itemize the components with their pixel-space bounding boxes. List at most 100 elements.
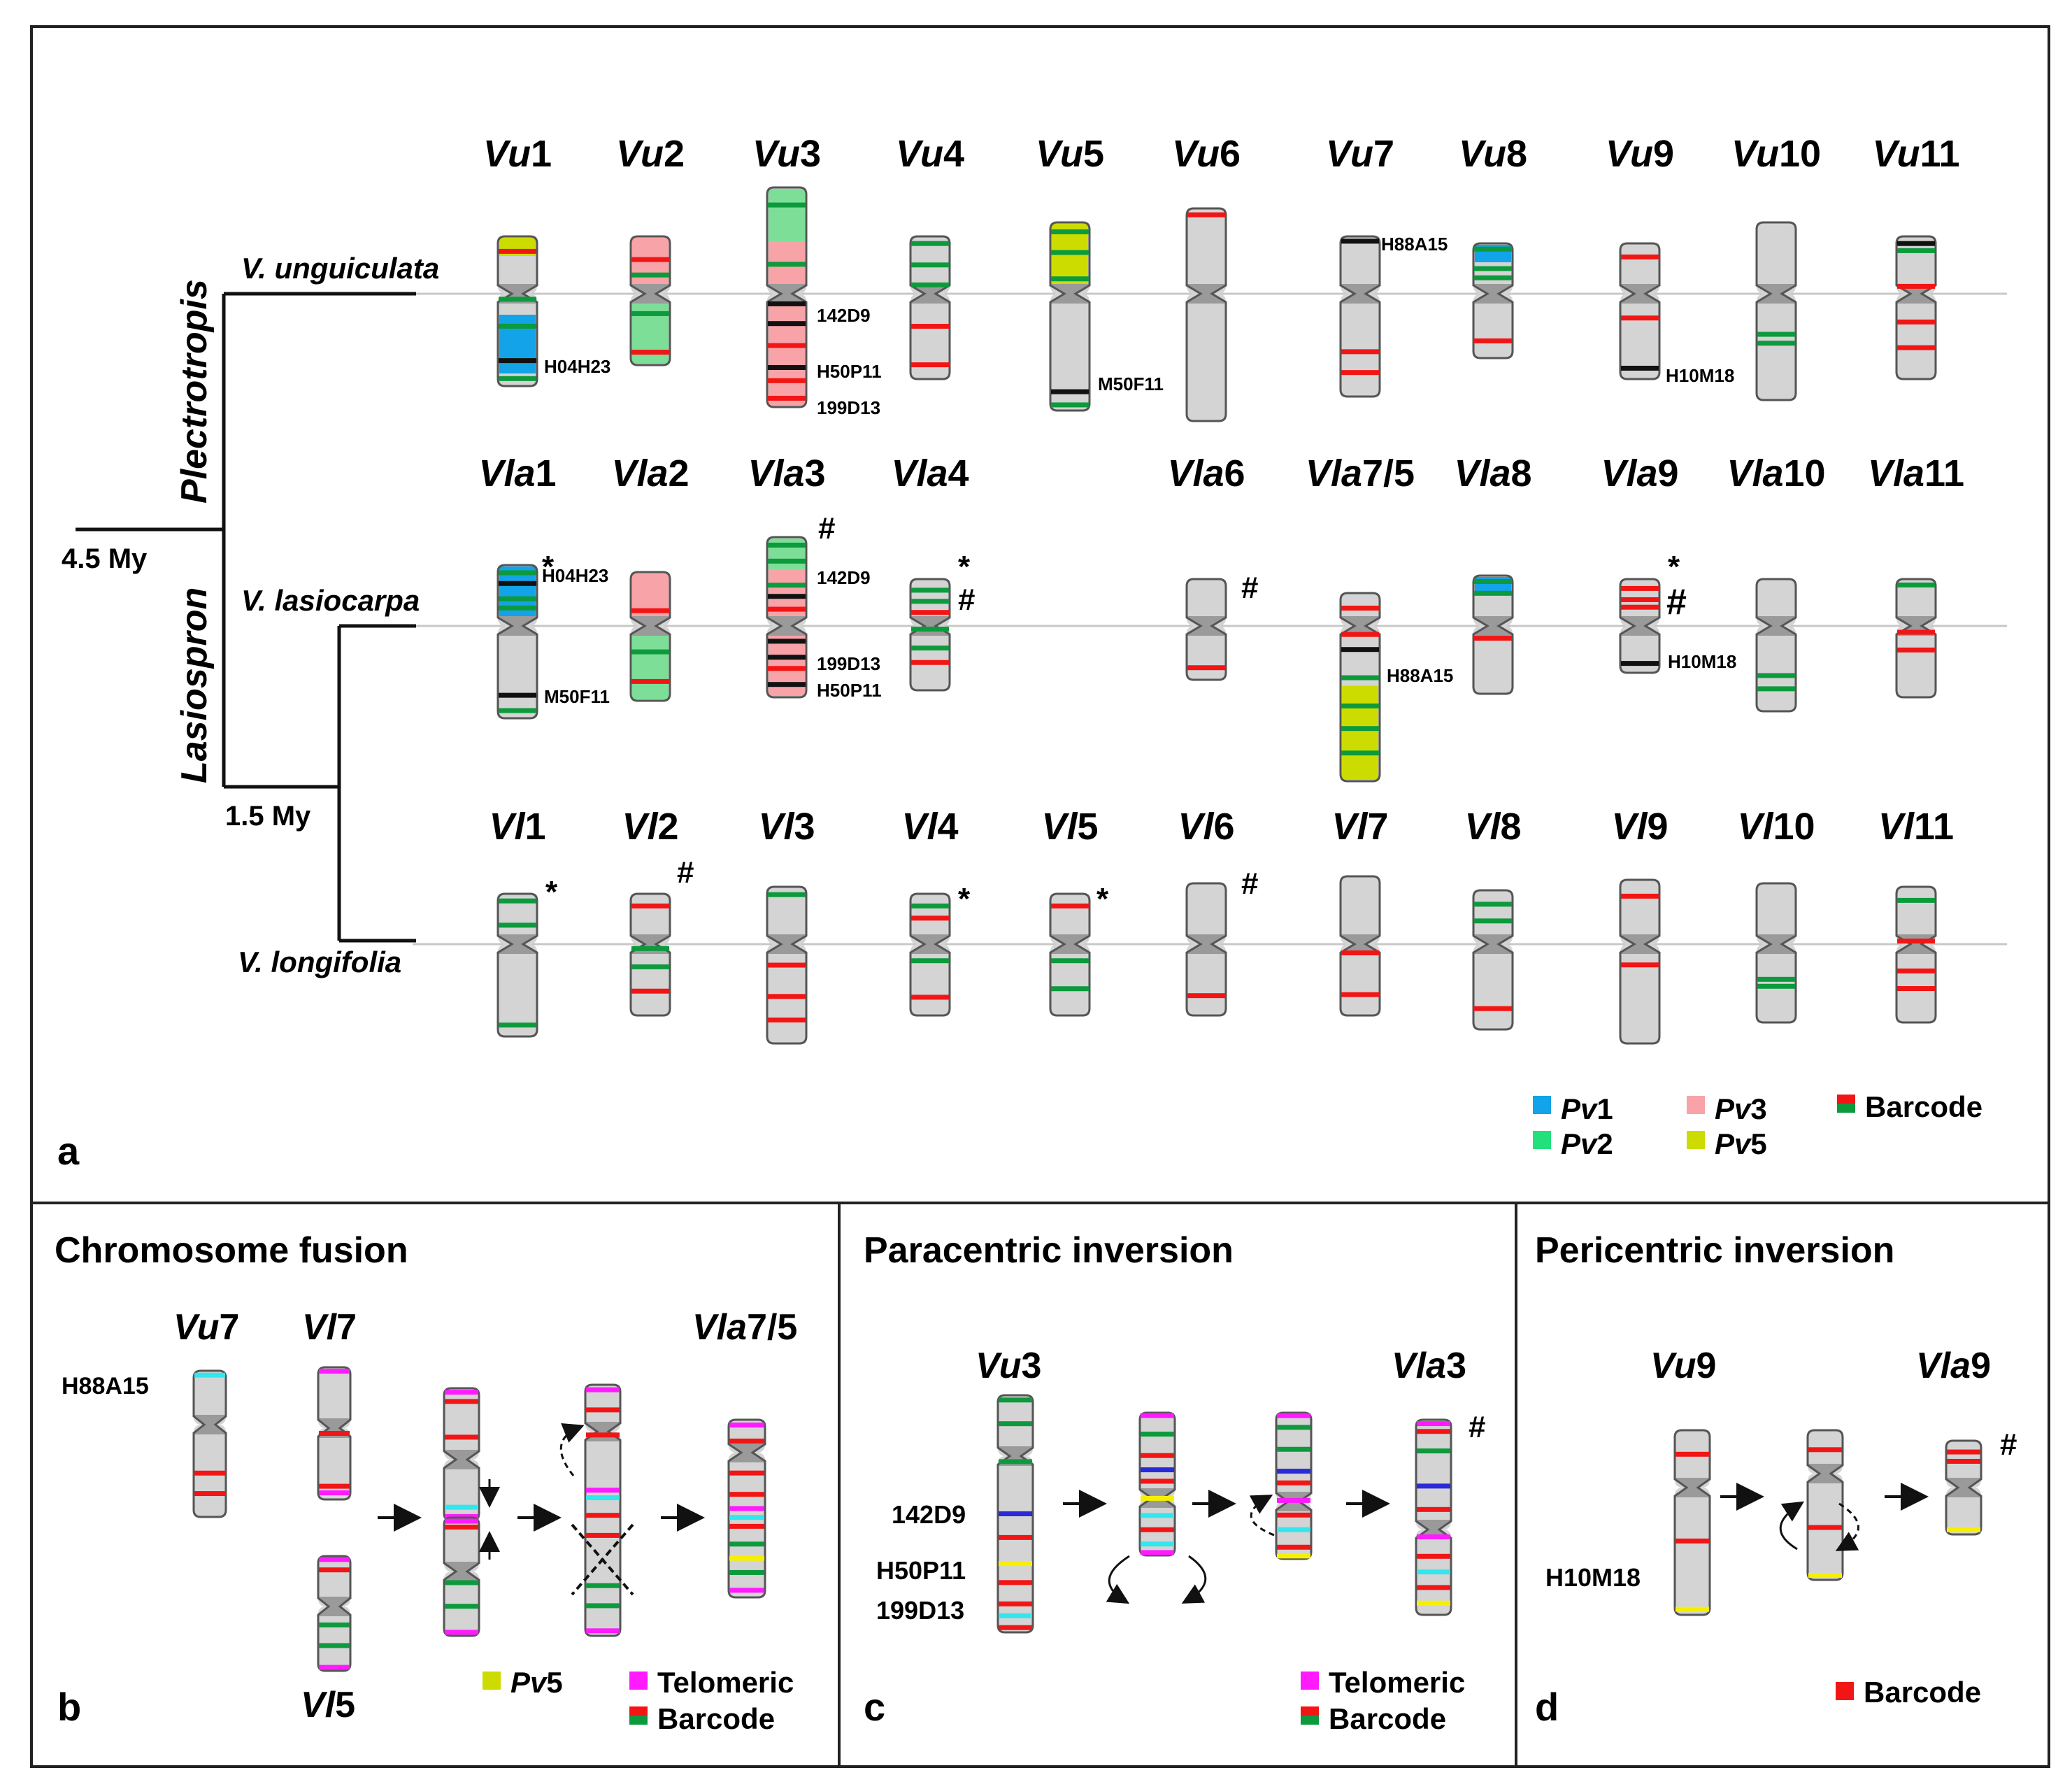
chromosome-vu7 (1339, 235, 1381, 398)
panel-letter-a: a (57, 1129, 80, 1173)
chromosome-outline (1472, 574, 1514, 695)
legend-swatch-telomeric (1301, 1672, 1319, 1690)
chromosome-arm-bottom (910, 944, 950, 1015)
centromere (767, 616, 806, 636)
band-red (499, 248, 536, 254)
chromosome-arm-bottom (318, 1428, 350, 1499)
chromosome-outline (1339, 235, 1381, 398)
band-cyan (729, 1515, 764, 1520)
chromosome-vla8 (1472, 574, 1514, 695)
chromosome-outline (766, 536, 808, 699)
band-red (999, 1625, 1032, 1630)
band-green (911, 587, 949, 593)
band-red (319, 1483, 350, 1489)
band-green (1474, 901, 1512, 907)
chromosome-arm-bottom (631, 944, 670, 1015)
band-magenta (1417, 1421, 1450, 1427)
bac-label: H10M18 (1666, 365, 1734, 386)
band-red (1621, 585, 1659, 591)
chromosome-label: Vu8 (1459, 133, 1527, 175)
chromosome-outline (1472, 889, 1514, 1031)
chromosome-label: Vu10 (1731, 133, 1821, 175)
band-red (1676, 1451, 1709, 1457)
bac-label: H88A15 (1387, 665, 1453, 686)
legend-swatch-pv1 (1533, 1096, 1551, 1114)
chromosome-outline (1895, 885, 1937, 1024)
band-black (768, 364, 806, 370)
chromosome-vl9 (1619, 878, 1661, 1045)
chromosome-arm-bottom (1620, 294, 1659, 379)
band-magenta (445, 1390, 478, 1395)
band-green (1277, 1425, 1310, 1430)
chromosome-outline (909, 235, 951, 380)
band-green (631, 946, 669, 951)
centromere (767, 934, 806, 954)
chromosome-label: Vla1 (478, 452, 556, 494)
band-black (1341, 238, 1379, 244)
band-yellow (1947, 1527, 1980, 1532)
band-red (768, 343, 806, 348)
chromosome-arm-bottom (1896, 294, 1936, 379)
clade-plectrotropis: Plectrotropis (174, 279, 215, 504)
band-red (768, 666, 806, 671)
band-cyan (1141, 1513, 1174, 1518)
legend-swatch-barcode (629, 1706, 648, 1716)
chromosome-outline (1339, 875, 1381, 1017)
chromosome-label: Vla9 (1601, 452, 1678, 494)
band-black (1897, 241, 1935, 246)
band-red (1897, 647, 1935, 653)
band-red (768, 962, 806, 968)
band-green (911, 627, 949, 632)
chromosome-arm-top (1341, 236, 1380, 294)
legend-label-barcode: Barcode (1329, 1702, 1446, 1735)
band-cyan (586, 1495, 620, 1501)
chromosome-arm-bottom (1620, 944, 1659, 1043)
bac-label: H88A15 (62, 1373, 149, 1399)
band-green (1341, 675, 1379, 680)
chromosome-arm-bottom (1946, 1488, 1981, 1534)
chromosome-outline (1755, 221, 1797, 401)
band-red (1474, 1006, 1512, 1011)
band-magenta (1141, 1413, 1174, 1418)
band-red (911, 995, 949, 1000)
band-green (768, 892, 806, 897)
band-red (1141, 1453, 1174, 1458)
bac-labels: H04H23 142D9 H50P11 199D13 M50F11 H88A15… (542, 234, 1736, 707)
chromosome-arm-top (194, 1371, 226, 1425)
chromosome-vla1 (496, 564, 538, 720)
centromere (194, 1415, 226, 1434)
chromosome-outline (727, 1418, 766, 1599)
species-label-longifolia: V. longifolia (238, 946, 401, 978)
bac-label: H50P11 (817, 680, 882, 701)
band-magenta (319, 1557, 350, 1562)
chromosome-outline (443, 1516, 480, 1637)
band-red (999, 1580, 1032, 1585)
band-red (1341, 950, 1379, 955)
band-red (631, 988, 669, 994)
band-black (768, 639, 806, 644)
chromosome-arm-top (1416, 1420, 1451, 1530)
band-green (1897, 582, 1935, 587)
chromosome-arm-bottom (1896, 944, 1936, 1022)
band-green (586, 1603, 620, 1609)
chromosome-arm-top (1757, 883, 1796, 944)
chromosome-vu3 (766, 186, 808, 408)
band-red (1341, 370, 1379, 376)
band-green (1757, 983, 1795, 989)
chrom-label-vla3: Vla3 (1392, 1346, 1466, 1386)
band-magenta (445, 1513, 478, 1519)
band-green (499, 570, 536, 576)
band-blue (1277, 1469, 1310, 1474)
band-green (1474, 246, 1512, 252)
chromosome-outline (496, 564, 538, 720)
chromosome-outline (1138, 1411, 1176, 1557)
hash-mark: # (2000, 1427, 2017, 1462)
band-black (768, 301, 806, 306)
band-red (1897, 345, 1935, 350)
band-yellow (999, 1561, 1032, 1567)
band-black (768, 321, 806, 327)
chromosome-outline (1755, 578, 1797, 713)
band-red (911, 362, 949, 368)
chromosome-label: Vla2 (611, 452, 689, 494)
hash-mark: # (1241, 571, 1258, 605)
